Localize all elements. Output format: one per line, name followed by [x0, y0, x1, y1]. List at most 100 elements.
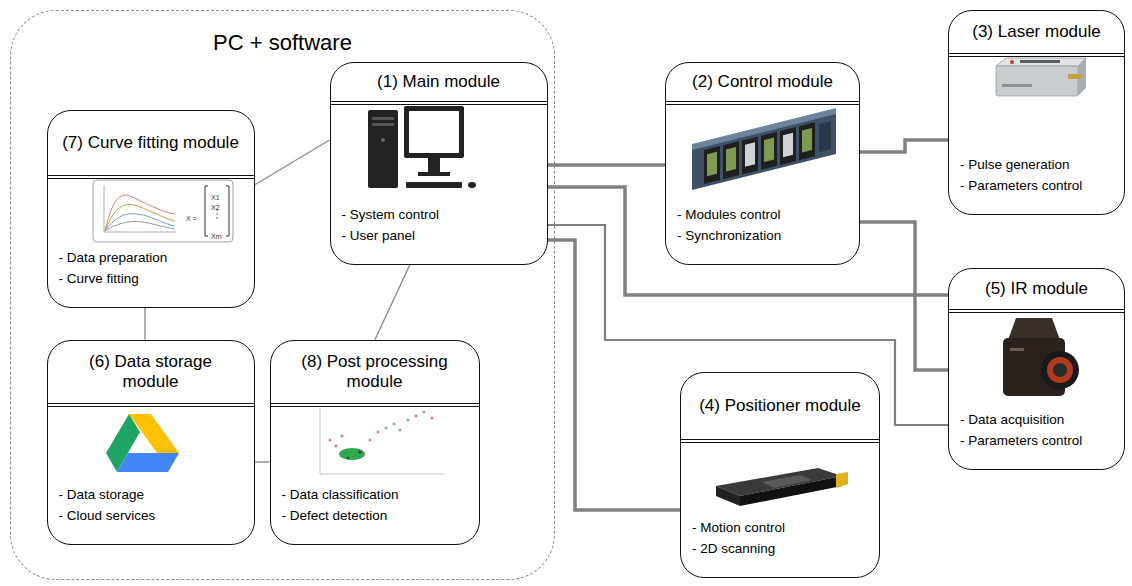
scatter-plot-icon [320, 474, 444, 475]
daq-chassis-icon [692, 114, 836, 190]
curve-plot-icon [104, 186, 105, 232]
matrix-label-box: X1 [211, 186, 220, 204]
daq-chassis-icon [780, 127, 796, 165]
computer-icon [368, 106, 476, 188]
daq-chassis-icon [692, 108, 836, 190]
module-title: (3) Laser module [972, 22, 1101, 42]
ir-camera-icon [1003, 318, 1079, 396]
computer-icon [428, 158, 440, 172]
ir-camera-icon [1053, 363, 1067, 377]
computer-icon [372, 117, 394, 120]
module-box: (7) Curve fitting module- Data preparati… [47, 110, 255, 308]
curve-plot-icon [105, 204, 175, 231]
daq-chassis-icon [745, 142, 755, 166]
feature-list: - Data acquisition- Parameters control [949, 409, 1082, 451]
module-box: (5) IR module - Data acquisition- Paramet… [948, 268, 1125, 470]
daq-chassis-icon [707, 152, 717, 176]
feature-item: - Modules control [677, 204, 781, 225]
connector-line [375, 265, 410, 340]
curve-plot-icon [105, 221, 175, 231]
scatter-plot-icon [320, 408, 321, 474]
computer-icon [409, 111, 459, 153]
scatter-plot-icon [346, 456, 349, 459]
linear-stage-icon [740, 476, 842, 506]
connector-line [548, 240, 681, 510]
scatter-plot-icon [340, 434, 343, 437]
computer-icon [468, 182, 476, 188]
module-box: (2) Control module - Modules control- Syn… [665, 62, 860, 265]
header-divider: (6) Data storage module [48, 341, 254, 407]
header-divider: (1) Main module [331, 63, 547, 105]
matrix-label: X = [186, 215, 197, 222]
feature-item: - Data acquisition [960, 409, 1082, 430]
scatter-plot-icon [328, 438, 331, 441]
header-divider: (2) Control module [666, 63, 859, 105]
connector-line [144, 308, 145, 340]
curve-plot-icon [105, 214, 175, 231]
computer-icon [404, 106, 464, 158]
daq-chassis-icon [692, 108, 836, 190]
laser-icon [1010, 60, 1014, 64]
computer-icon [381, 138, 385, 142]
scatter-plot-icon [376, 430, 379, 433]
linear-stage-icon [716, 486, 740, 506]
module-box: (1) Main module- System control- User pa… [330, 62, 548, 265]
feature-item: - Data storage [59, 484, 156, 505]
ir-camera-icon [1041, 351, 1079, 389]
header-divider: (3) Laser module [949, 11, 1124, 57]
feature-item: - User panel [342, 225, 440, 246]
module-title: (8) Post processing module [285, 352, 465, 392]
connector-line [860, 140, 948, 152]
software-region: PC + software(1) Main module- System con… [10, 10, 555, 580]
module-title: (1) Main module [377, 72, 500, 92]
curve-plot-icon [104, 232, 176, 233]
matrix-label: X2 [211, 204, 220, 211]
cloud-drive-icon [117, 453, 179, 472]
scatter-plot-icon [422, 410, 425, 413]
cloud-drive-icon [106, 414, 179, 472]
header-divider: (5) IR module [949, 269, 1124, 313]
scatter-plot-icon [384, 426, 387, 429]
module-box: (4) Positioner module- Motion control- 2… [680, 372, 880, 578]
scatter-plot-icon [398, 428, 401, 431]
daq-chassis-icon [761, 132, 777, 170]
daq-chassis-icon [799, 122, 815, 160]
curve-plot-icon [226, 186, 229, 236]
daq-chassis-icon [726, 147, 736, 171]
matrix-label-box: X2 [211, 196, 220, 214]
computer-icon [368, 110, 398, 188]
feature-item: - Cloud services [59, 505, 156, 526]
feature-list: - Modules control- Synchronization [666, 204, 781, 246]
connector-line [255, 140, 330, 185]
daq-chassis-icon [819, 121, 831, 152]
daq-chassis-icon [764, 138, 774, 162]
matrix-label-box: Xm [211, 225, 222, 243]
laser-icon [1002, 84, 1032, 87]
scatter-plot-icon [334, 444, 337, 447]
matrix-label: Xm [211, 233, 222, 240]
feature-item: - Data classification [282, 484, 399, 505]
daq-chassis-icon [723, 141, 739, 179]
laser-icon [996, 58, 1086, 96]
feature-list: - Data classification- Defect detection [271, 484, 399, 526]
scatter-plot-icon [368, 438, 371, 441]
matrix-label-box: X = [186, 207, 197, 225]
feature-item: - Defect detection [282, 505, 399, 526]
linear-stage-icon [762, 475, 812, 488]
curve-plot-icon [205, 186, 208, 236]
matrix-label: X1 [211, 194, 220, 201]
scatter-plot-icon [406, 418, 409, 421]
curve-plot-icon [216, 213, 217, 214]
scatter-plot-icon [339, 448, 365, 460]
curve-plot-icon [93, 180, 233, 242]
linear-stage-icon [716, 468, 848, 506]
computer-icon [372, 123, 394, 126]
daq-chassis-icon [742, 137, 758, 175]
laser-icon [1068, 74, 1082, 79]
module-title: (7) Curve fitting module [62, 133, 239, 153]
computer-icon [406, 182, 462, 188]
connector-line [548, 187, 949, 295]
